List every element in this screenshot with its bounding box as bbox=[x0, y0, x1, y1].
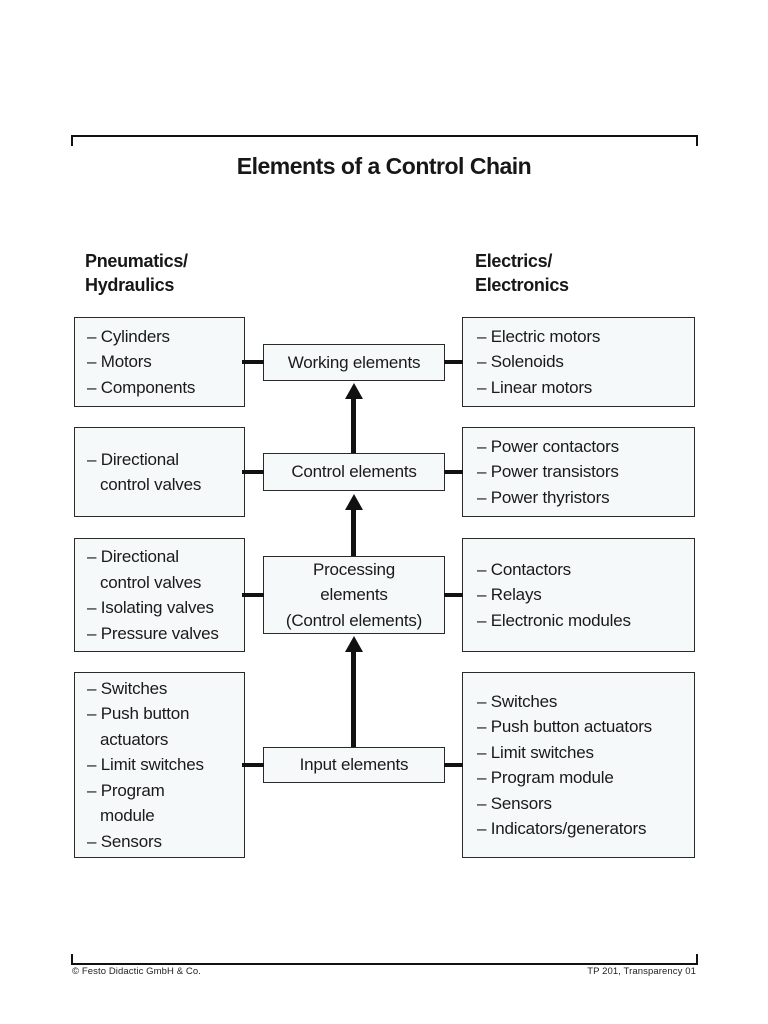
left-box-control-elements: – Directional control valves bbox=[74, 427, 245, 517]
list-item: – Program bbox=[87, 780, 165, 800]
up-arrow-icon bbox=[345, 383, 363, 399]
center-box-label: Processing bbox=[312, 559, 396, 579]
connector-line bbox=[444, 763, 463, 767]
list-item: – Power contactors bbox=[477, 436, 619, 456]
connector-line bbox=[444, 470, 463, 474]
list-item: – Switches bbox=[477, 691, 558, 711]
list-item-continuation: actuators bbox=[100, 729, 169, 749]
column-header-pneumatics-hydraulics: Pneumatics/ Hydraulics bbox=[85, 249, 188, 297]
list-item: – Linear motors bbox=[477, 377, 593, 397]
center-box-label: elements bbox=[320, 585, 388, 605]
connector-line bbox=[444, 360, 463, 364]
center-box-working-elements: Working elements bbox=[263, 344, 445, 381]
connector-line bbox=[242, 593, 264, 597]
center-box-label: Input elements bbox=[299, 755, 409, 775]
center-box-input-elements: Input elements bbox=[263, 747, 445, 783]
up-arrow-icon bbox=[345, 636, 363, 652]
list-item: – Sensors bbox=[87, 831, 162, 851]
list-item: – Directional bbox=[87, 449, 179, 469]
list-item: – Cylinders bbox=[87, 326, 170, 346]
frame-bottom-bracket bbox=[71, 954, 698, 965]
right-box-control-elements: – Power contactors – Power transistors –… bbox=[462, 427, 695, 517]
left-box-processing-elements: – Directional control valves – Isolating… bbox=[74, 538, 245, 652]
frame-top-bracket bbox=[71, 135, 698, 146]
center-box-processing-elements: Processing elements (Control elements) bbox=[263, 556, 445, 634]
list-item: – Sensors bbox=[477, 793, 552, 813]
column-header-line: Electrics/ bbox=[475, 251, 553, 271]
list-item: – Pressure valves bbox=[87, 623, 219, 643]
list-item: – Limit switches bbox=[477, 742, 594, 762]
list-item-continuation: control valves bbox=[100, 475, 202, 494]
center-box-control-elements: Control elements bbox=[263, 453, 445, 491]
list-item: – Push button bbox=[87, 704, 190, 724]
footer-document-id: TP 201, Transparency 01 bbox=[587, 966, 696, 977]
column-header-electrics-electronics: Electrics/ Electronics bbox=[475, 249, 569, 297]
list-item: – Relays bbox=[477, 585, 542, 605]
list-item: – Electric motors bbox=[477, 326, 601, 346]
list-item-continuation: module bbox=[100, 806, 155, 826]
list-item: – Power transistors bbox=[477, 462, 619, 482]
center-box-label: (Control elements) bbox=[285, 610, 423, 630]
list-item: – Limit switches bbox=[87, 755, 204, 775]
center-box-label: Working elements bbox=[287, 352, 421, 372]
list-item: – Switches bbox=[87, 678, 168, 698]
up-arrow-shaft bbox=[351, 508, 356, 556]
list-item: – Isolating valves bbox=[87, 598, 214, 617]
list-item: – Power thyristors bbox=[477, 487, 610, 507]
connector-line bbox=[444, 593, 463, 597]
list-item: – Motors bbox=[87, 352, 152, 372]
up-arrow-shaft bbox=[351, 650, 356, 747]
up-arrow-icon bbox=[345, 494, 363, 510]
list-item: – Solenoids bbox=[477, 352, 564, 372]
page-title: Elements of a Control Chain bbox=[236, 153, 532, 179]
up-arrow-shaft bbox=[351, 397, 356, 453]
connector-line bbox=[242, 360, 264, 364]
right-box-processing-elements: – Contactors – Relays – Electronic modul… bbox=[462, 538, 695, 652]
footer-copyright: © Festo Didactic GmbH & Co. bbox=[72, 966, 202, 977]
right-box-input-elements: – Switches – Push button actuators – Lim… bbox=[462, 672, 695, 858]
left-box-input-elements: – Switches – Push button actuators – Lim… bbox=[74, 672, 245, 858]
list-item: – Directional bbox=[87, 547, 179, 566]
column-header-line: Hydraulics bbox=[85, 275, 175, 295]
column-header-line: Electronics bbox=[475, 275, 569, 295]
list-item-continuation: control valves bbox=[100, 572, 202, 592]
center-box-label: Control elements bbox=[291, 462, 417, 482]
right-box-working-elements: – Electric motors – Solenoids – Linear m… bbox=[462, 317, 695, 407]
connector-line bbox=[242, 470, 264, 474]
connector-line bbox=[242, 763, 264, 767]
list-item: – Push button actuators bbox=[477, 717, 652, 736]
column-header-line: Pneumatics/ bbox=[85, 251, 188, 271]
list-item: – Contactors bbox=[477, 559, 571, 579]
list-item: – Electronic modules bbox=[477, 610, 631, 630]
list-item: – Program module bbox=[477, 768, 614, 787]
left-box-working-elements: – Cylinders – Motors – Components bbox=[74, 317, 245, 407]
list-item: – Indicators/generators bbox=[477, 819, 647, 838]
list-item: – Components bbox=[87, 377, 196, 397]
